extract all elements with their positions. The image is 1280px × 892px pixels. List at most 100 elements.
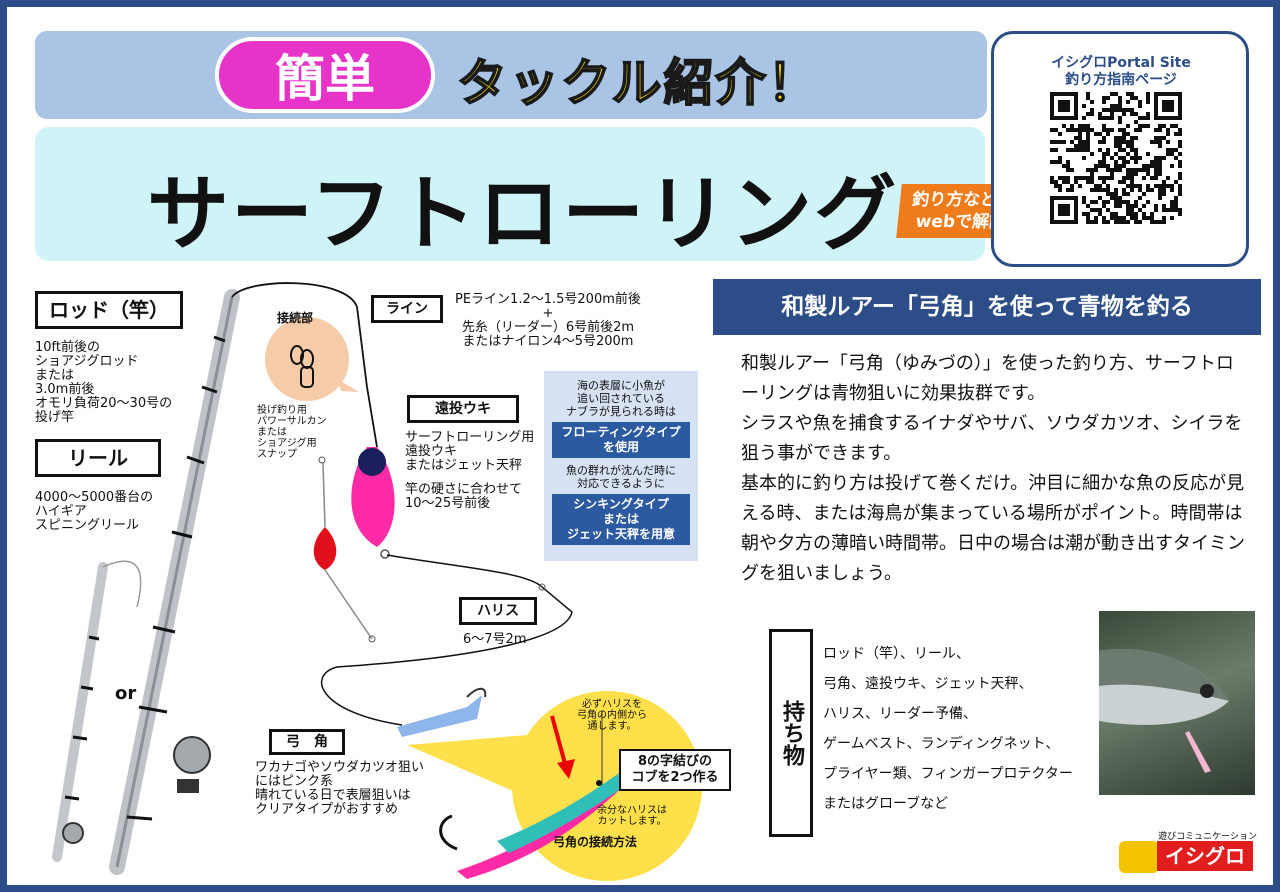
float-line: 竿の硬さに合わせて — [405, 482, 523, 497]
knot-callout-line: コブを2つ作る — [631, 770, 719, 785]
items-list-line: ハリス、リーダー予備、 — [823, 706, 977, 722]
body-paragraph: 基本的に釣り方は投げて巻くだけ。沖目に細かな魚の反応が見える時、または海鳥が集ま… — [741, 473, 1245, 584]
connection-description: 投げ釣り用 パワーサルカン または ショアジグ用 スナップ — [257, 405, 327, 460]
qr-code-icon[interactable] — [1050, 92, 1182, 224]
line-spec: またはナイロン4～5号200m — [462, 334, 634, 349]
line-spec: PEライン1.2～1.5号200m前後 — [455, 292, 641, 307]
connection-bubble — [265, 317, 349, 401]
line-spec: + — [542, 306, 554, 321]
sinking-type-text: シンキングタイプ — [573, 497, 669, 511]
float-label: 遠投ウキ — [407, 395, 519, 423]
or-text: or — [115, 683, 137, 704]
float-info-box: 海の表層に小魚が 追い回されている ナブラが見られる時は フローティングタイプ … — [544, 371, 698, 561]
floating-type-text: を使用 — [602, 440, 639, 454]
rod-line: 投げ竿 — [35, 410, 75, 425]
logo-tagline: 遊びコミュニケーション — [1158, 832, 1257, 842]
knot-illustration — [439, 711, 629, 879]
connection-line: ショアジグ用 — [257, 438, 317, 449]
knot-note: 余分なハリスは — [597, 805, 667, 816]
fish-photo — [1099, 611, 1255, 795]
qr-title-line2: 釣り方指南ページ — [1065, 72, 1177, 88]
header-band — [35, 31, 987, 119]
sinking-type-text: ジェット天秤を用意 — [566, 527, 675, 541]
reel-line: スピニングリール — [35, 518, 140, 533]
connection-line: スナップ — [257, 449, 297, 460]
connection-line: 投げ釣り用 — [257, 405, 307, 416]
rod-line: 10ft前後の — [35, 340, 100, 355]
float-icon — [351, 447, 395, 547]
jet-sinker-icon — [313, 527, 337, 570]
qr-title-line1: イシグロPortal Site — [1051, 55, 1191, 71]
main-title: サーフトローリング — [147, 167, 899, 262]
reel-icon — [173, 736, 211, 774]
knot-callout: 8の字結びの コブを2つ作る — [619, 749, 731, 791]
yumitsuno-description: ワカナゴやソウダカツオ狙い にはピンク系 晴れている日で表層狙いは クリアタイプ… — [255, 761, 424, 817]
harisu-spec: 6～7号2m — [463, 632, 527, 647]
float-line: 10～25号前後 — [405, 496, 491, 511]
yumitsuno-line: クリアタイプがおすすめ — [255, 802, 399, 817]
float-description: サーフトローリング用 遠投ウキ またはジェット天秤 竿の硬さに合わせて 10～2… — [405, 431, 534, 511]
section-body: 和製ルアー「弓角（ゆみづの）」を使った釣り方、サーフトローリングは青物狙いに効果… — [741, 349, 1251, 589]
reel-line: ハイギア — [35, 504, 87, 519]
qr-title: イシグロPortal Site 釣り方指南ページ — [1007, 55, 1235, 89]
tackle-diagram — [52, 282, 573, 875]
items-label: 持ち物 — [769, 629, 813, 837]
float-info-text: 海の表層に小魚が — [577, 379, 665, 392]
logo-name: イシグロ — [1157, 841, 1253, 871]
rod-description: 10ft前後の ショアジグロッド または 3.0m前後 オモリ負荷20～30号の… — [35, 341, 172, 425]
items-list: ロッド（竿）、リール、 弓角、遠投ウキ、ジェット天秤、 ハリス、リーダー予備、 … — [823, 639, 1073, 819]
sinking-type-box: シンキングタイプ または ジェット天秤を用意 — [552, 494, 690, 545]
second-rod — [52, 562, 108, 862]
rod-line: ショアジグロッド — [35, 354, 139, 369]
floating-type-text: フローティングタイプ — [561, 425, 681, 439]
float-info-text: ナブラが見られる時は — [566, 405, 676, 418]
items-list-line: 弓角、遠投ウキ、ジェット天秤、 — [823, 676, 1033, 692]
knot-note: カットします。 — [597, 816, 667, 827]
line-label: ライン — [371, 295, 443, 323]
connection-line: または — [257, 427, 287, 438]
items-list-line: ロッド（竿）、リール、 — [823, 646, 970, 662]
yumitsuno-line: にはピンク系 — [255, 774, 334, 789]
yumitsuno-line: ワカナゴやソウダカツオ狙い — [255, 760, 425, 775]
knot-note: 必ずハリスを — [582, 699, 642, 710]
rod-line: または — [35, 368, 75, 383]
rod-label: ロッド（竿） — [35, 291, 183, 329]
line-description: PEライン1.2～1.5号200m前後 + 先糸（リーダー）6号前後2m または… — [455, 293, 641, 349]
knot-note-top: 必ずハリスを 弓角の内側から 通します。 — [577, 699, 647, 732]
float-line: またはジェット天秤 — [405, 458, 523, 473]
yumitsuno-icon — [397, 695, 482, 737]
knot-callout-line: 8の字結びの — [637, 754, 713, 769]
section-heading: 和製ルアー「弓角」を使って青物を釣る — [713, 279, 1261, 335]
yumitsuno-line: 晴れている日で表層狙いは — [255, 788, 411, 803]
body-paragraph: シラスや魚を捕食するイナダやサバ、ソウダカツオ、シイラを狙う事ができます。 — [741, 413, 1243, 464]
main-line — [231, 282, 378, 448]
float-line: 遠投ウキ — [405, 444, 458, 459]
reel-label: リール — [35, 439, 161, 477]
knot-caption: 弓角の接続方法 — [553, 835, 638, 849]
connection-label: 接続部 — [277, 311, 314, 325]
kantan-badge: 簡単 — [215, 37, 435, 113]
title-band — [35, 127, 985, 261]
knot-note: 通します。 — [587, 721, 637, 732]
float-info-text: 魚の群れが沈んだ時に — [566, 464, 676, 477]
float-info-text: 対応できるように — [577, 477, 665, 490]
tackle-intro-title: タックル紹介！ — [456, 53, 820, 113]
items-list-line: またはグローブなど — [823, 796, 949, 812]
float-info-text: 追い回されている — [577, 392, 665, 405]
line-spec: 先糸（リーダー）6号前後2m — [461, 320, 635, 335]
rod-line: オモリ負荷20～30号の — [35, 396, 173, 411]
harisu-label: ハリス — [459, 597, 537, 625]
knot-note: 弓角の内側から — [577, 710, 647, 721]
items-list-line: ゲームベスト、ランディングネット、 — [823, 736, 1060, 752]
connection-line: パワーサルカン — [257, 416, 327, 427]
float-line: サーフトローリング用 — [405, 430, 535, 445]
knot-note-bottom: 余分なハリスは カットします。 — [597, 805, 667, 827]
reel-description: 4000～5000番台の ハイギア スピニングリール — [35, 491, 153, 533]
isiguro-logo: 遊びコミュニケーション イシグロ — [1119, 829, 1257, 875]
yumitsuno-label: 弓 角 — [269, 729, 345, 755]
items-list-line: プライヤー類、フィンガープロテクター — [823, 766, 1073, 782]
rod-line: 3.0m前後 — [35, 382, 95, 397]
reel-line: 4000～5000番台の — [35, 490, 154, 505]
floating-type-box: フローティングタイプ を使用 — [552, 422, 690, 458]
